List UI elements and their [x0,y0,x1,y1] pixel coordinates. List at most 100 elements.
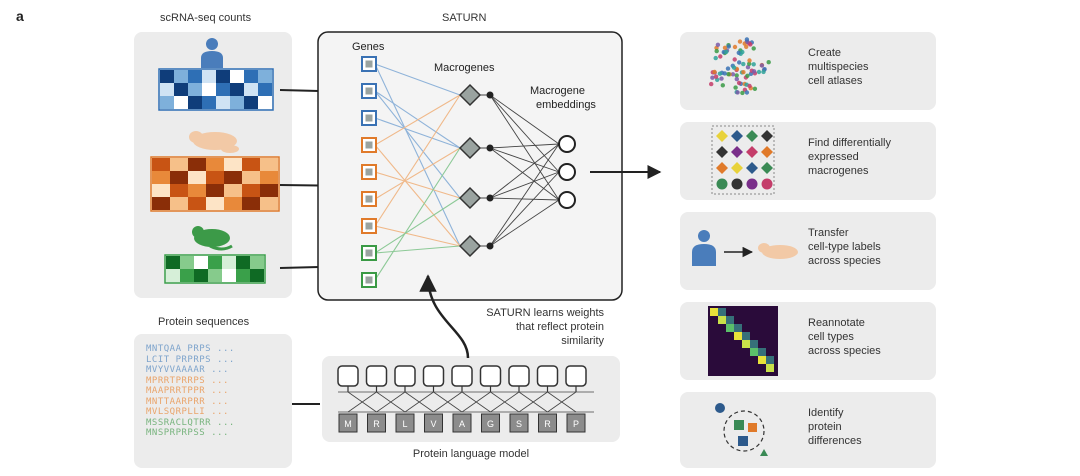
output-line: differences [808,435,862,447]
heatmap-cell [236,269,250,282]
cell-point [724,49,729,54]
de-marker [761,146,773,158]
output-line: Reannotate [808,317,865,329]
plm-token-label: S [516,419,522,429]
heatmap-cell [260,158,278,171]
protein-sequence-list: MNTQAA PRPS ... LCIT PRPRPS ... MVYVVAAA… [146,344,286,439]
heatmap-cell [188,197,206,210]
cell-point [720,83,725,88]
transfer-icon [692,230,798,266]
heatmap-cell [242,158,260,171]
heatmap-cell [166,256,180,269]
plm-attention-line [461,391,491,413]
heatmap-cell [250,269,264,282]
protein-sequence: MNSPRPRPSS ... [146,428,229,438]
protein-sequence: MVYVVAAAAR ... [146,365,229,375]
heatmap-cell [216,96,230,109]
cell-point [719,76,724,81]
de-marker [716,162,728,174]
cell-point [751,69,757,74]
cell-point [748,42,753,47]
gene-macrogene-edge [374,63,461,96]
heatmap-cell [180,269,194,282]
difference-square [738,436,748,446]
plm-title: Protein language model [412,448,530,460]
macrogene-embedding-edge [489,94,560,173]
heatmap-cell [194,269,208,282]
heatmap-cell [244,70,258,83]
heatmap-border [164,254,266,284]
heatmap-cell [222,269,236,282]
plm-token-label: A [459,419,465,429]
protein-sequence: MNTQAA PRPS ... [146,344,235,354]
model-title: SATURN [442,12,487,24]
plm-token-label: M [344,419,352,429]
cell-point [747,58,752,63]
macrogene-embedding-edge [489,94,560,145]
heatmap-cell [258,96,272,109]
plm-embedding-box [422,365,445,387]
cell-point [722,45,728,50]
cell-point [736,50,741,55]
plm-token-box [367,413,386,433]
heatmap-cell [152,171,170,184]
output-line: Identify [808,407,844,419]
macrogene-embedding-edge [489,171,560,199]
plm-token-box [538,413,557,433]
de-marker [761,178,773,190]
gene-macrogene-edge [374,144,461,247]
heatmap-cell [202,70,216,83]
de-marker [761,130,773,142]
cell-point [710,75,715,80]
heatmap-cell [170,197,188,210]
plm-token-label: R [544,419,551,429]
heatmap-cell [170,171,188,184]
heatmap-cell [224,184,242,197]
matrix-offdiag-cell [742,332,750,340]
gene-node-core [365,114,373,122]
embedding-node [558,191,576,209]
matrix-diagonal-cell [718,316,726,324]
cell-point [722,71,727,76]
macrogene-dot [486,91,494,99]
output-line: expressed [808,151,859,163]
cell-point [745,73,750,79]
difference-circle [723,410,765,452]
plm-token-box [338,413,358,433]
plm-attention-line [490,391,520,413]
cell-point [712,69,717,75]
protein-sequence: MPRRTPRRPS ... [146,375,229,386]
cell-point [751,62,756,67]
embeddings-label-line1: Macrogene [530,85,585,97]
panel-letter: a [16,8,24,24]
macrogene-embedding-edge [489,171,560,247]
matrix-diagonal-cell [758,356,766,364]
protein-sequence: LCIT PRPRPS ... [146,354,235,365]
de-marker [731,130,743,142]
de-marker [716,146,728,158]
cell-point [752,86,758,92]
plm-embedding-box [337,365,359,387]
counts-title: scRNA-seq counts [160,12,252,24]
heatmap-cell [250,256,264,269]
gene-macrogene-edge [374,245,461,254]
gene-macrogene-edge [374,171,461,199]
cell-point [737,39,743,44]
output-line: cell atlases [808,75,863,87]
macrogene-embedding-edge [489,143,560,247]
cell-point [766,60,771,65]
matrix-offdiag-cell [750,340,758,348]
plm-embedding-box [394,365,416,387]
frog-icon [758,243,798,259]
heatmap-cell [230,83,244,96]
cell-point [756,69,762,75]
human-count-heatmap [158,68,274,111]
heatmap-cell [206,171,224,184]
de-marker [716,178,728,190]
de-marker [746,178,758,190]
de-marker [731,178,743,190]
matrix-diagonal-cell [742,340,750,348]
frog-icon [189,131,239,153]
